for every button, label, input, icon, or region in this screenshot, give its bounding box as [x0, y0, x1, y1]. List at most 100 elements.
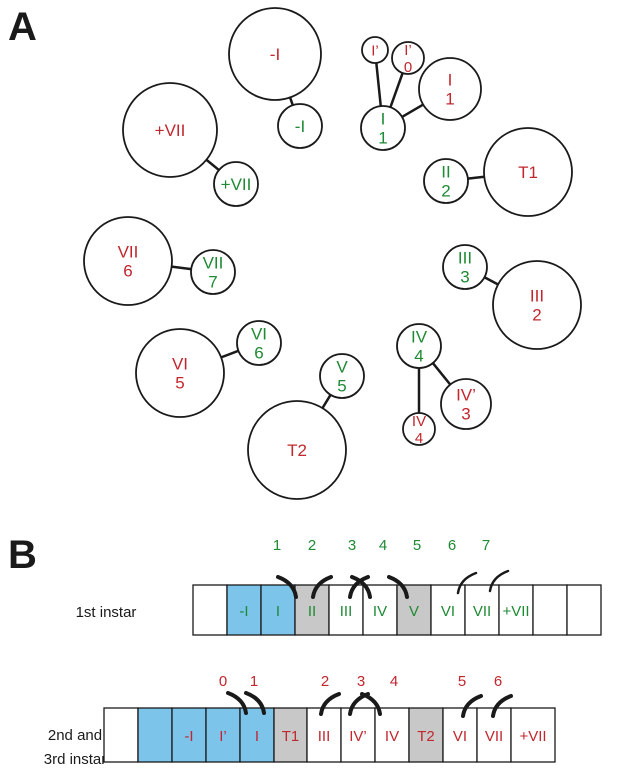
node-label: I — [381, 110, 386, 129]
leg-number: 1 — [273, 537, 281, 554]
node-label: +VII — [221, 175, 252, 194]
node-m1: -I — [228, 7, 322, 101]
edge-mP7-nP7 — [205, 158, 220, 172]
segment-cell — [226, 584, 262, 636]
leg-number: 7 — [482, 537, 490, 554]
segment-label: +VII — [519, 728, 546, 745]
node-circle — [213, 161, 259, 207]
node-nIV: IV4 — [396, 323, 442, 369]
node-label: 4 — [415, 430, 423, 447]
node-label: -I — [270, 45, 280, 64]
node-label: IV — [411, 328, 428, 347]
node-label: 5 — [337, 377, 346, 396]
segment-label: -I — [239, 603, 248, 620]
node-nP7: +VII — [213, 161, 259, 207]
leg-arc — [311, 575, 333, 599]
panel-a-edges — [171, 62, 499, 413]
node-circle — [423, 158, 469, 204]
row-label: 1st instar — [76, 604, 137, 621]
edge-nI-mI — [401, 103, 424, 119]
node-label: 5 — [175, 374, 184, 393]
leg-number: 2 — [321, 673, 329, 690]
node-circle — [402, 412, 436, 446]
node-label: IV — [412, 413, 426, 430]
segment-label: IV — [373, 603, 387, 620]
segment-label: VII — [485, 728, 503, 745]
node-mI: I1 — [418, 57, 482, 121]
node-label: -I — [295, 117, 305, 136]
segment-cell — [362, 584, 398, 636]
node-label: III — [530, 287, 544, 306]
node-circle — [277, 103, 323, 149]
leg-number: 2 — [308, 537, 316, 554]
node-circle — [361, 36, 389, 64]
node-label: VI — [172, 355, 188, 374]
node-nII: II2 — [423, 158, 469, 204]
node-circle — [442, 244, 488, 290]
segment-cell — [328, 584, 364, 636]
node-mT1: T1 — [483, 127, 573, 217]
leg-arc — [350, 575, 372, 599]
leg-arc — [488, 569, 510, 593]
segment-label: IV’ — [349, 728, 367, 745]
edge-mVII-nVII — [171, 265, 192, 271]
node-circle — [83, 216, 173, 306]
node-label: 6 — [254, 344, 263, 363]
leg-arc — [360, 692, 382, 716]
leg-arc — [226, 691, 248, 715]
segment-label: T1 — [282, 728, 300, 745]
segment-cell — [498, 584, 534, 636]
segment-label: III — [340, 603, 353, 620]
segment-cell — [532, 584, 568, 636]
node-label: 2 — [532, 306, 541, 325]
node-circle — [440, 378, 492, 430]
leg-number: 0 — [219, 673, 227, 690]
node-label: 0 — [404, 59, 412, 76]
leg-arc — [244, 691, 266, 715]
node-label: 6 — [123, 262, 132, 281]
segment-label: +VII — [502, 603, 529, 620]
node-nI: I1 — [360, 105, 406, 151]
segment-label: V — [409, 603, 419, 620]
edge-m1-n1 — [288, 97, 294, 106]
node-circle — [236, 320, 282, 366]
leg-number: 3 — [348, 537, 356, 554]
node-label: VII — [118, 243, 139, 262]
leg-number: 1 — [250, 673, 258, 690]
node-label: +VII — [155, 121, 186, 140]
leg-number: 6 — [448, 537, 456, 554]
node-circle — [492, 260, 582, 350]
node-circle — [247, 400, 347, 500]
node-label: T2 — [287, 441, 307, 460]
segment-cell — [510, 707, 556, 763]
node-circle — [396, 323, 442, 369]
leg-arc — [461, 694, 483, 718]
node-label: II — [441, 163, 450, 182]
node-label: V — [336, 358, 348, 377]
leg-number: 4 — [379, 537, 387, 554]
segment-label: T2 — [417, 728, 435, 745]
segment-label: I — [276, 603, 280, 620]
node-circle — [391, 41, 425, 75]
segment-cell — [396, 584, 432, 636]
node-nV: V5 — [319, 353, 365, 399]
panel-b-label: B — [8, 533, 37, 577]
leg-number: 5 — [413, 537, 421, 554]
node-nVI: VI6 — [236, 320, 282, 366]
segment-label: I — [255, 728, 259, 745]
edge-nV-mT2 — [321, 394, 332, 409]
leg-arc — [276, 575, 298, 599]
edge-nIII-mIII — [483, 276, 499, 286]
segment-label: -I — [184, 728, 193, 745]
node-circle — [319, 353, 365, 399]
leg-arc — [456, 571, 478, 595]
node-label: I’ — [404, 42, 412, 59]
node-mIp0: I’0 — [391, 41, 425, 76]
